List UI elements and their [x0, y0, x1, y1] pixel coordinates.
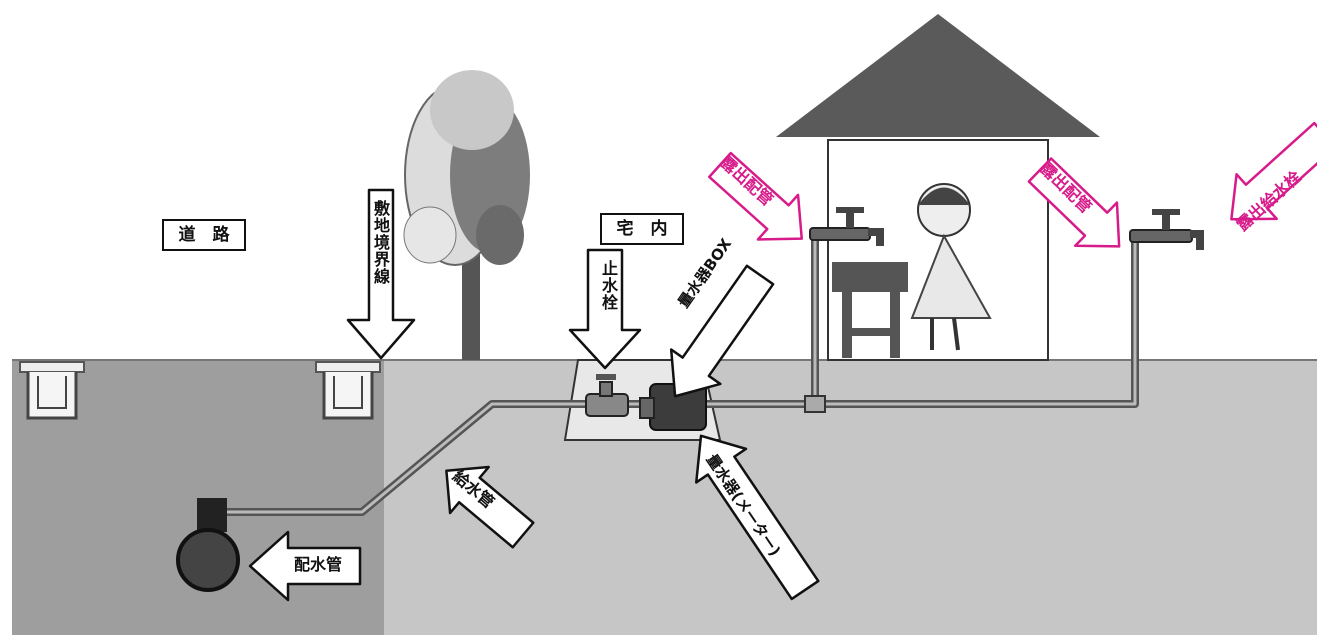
pipe-fitting [804, 395, 826, 413]
boundary-arrow [346, 188, 416, 360]
stop-valve-label: 止水栓 [599, 260, 618, 311]
service-pipe-arrow [445, 465, 535, 549]
girl-illustration [910, 183, 992, 351]
tree-illustration [403, 70, 530, 360]
distribution-main [176, 528, 240, 592]
boundary-label: 敷地境界線 [371, 200, 390, 285]
faucet-icon-outdoor [1129, 209, 1204, 250]
side-ditch-left [19, 361, 85, 420]
sink-stand [832, 262, 908, 358]
exposed-pipe-arrow-1 [708, 151, 803, 241]
road-label: 道 路 [162, 219, 246, 251]
side-ditch-right [315, 361, 381, 420]
distribution-main-saddle [197, 498, 227, 532]
premises-label: 宅 内 [600, 213, 684, 245]
distribution-main-arrow [248, 530, 362, 602]
stop-valve [585, 374, 629, 417]
faucet-icon-indoor [809, 207, 884, 246]
distribution-main-label: 配水管 [294, 555, 343, 574]
meter-box-arrow [669, 264, 775, 398]
exposed-faucet-arrow [1230, 121, 1317, 221]
stop-valve-arrow [568, 248, 642, 370]
meter-arrow [694, 434, 820, 601]
exposed-pipe-arrow-2 [1027, 157, 1121, 248]
